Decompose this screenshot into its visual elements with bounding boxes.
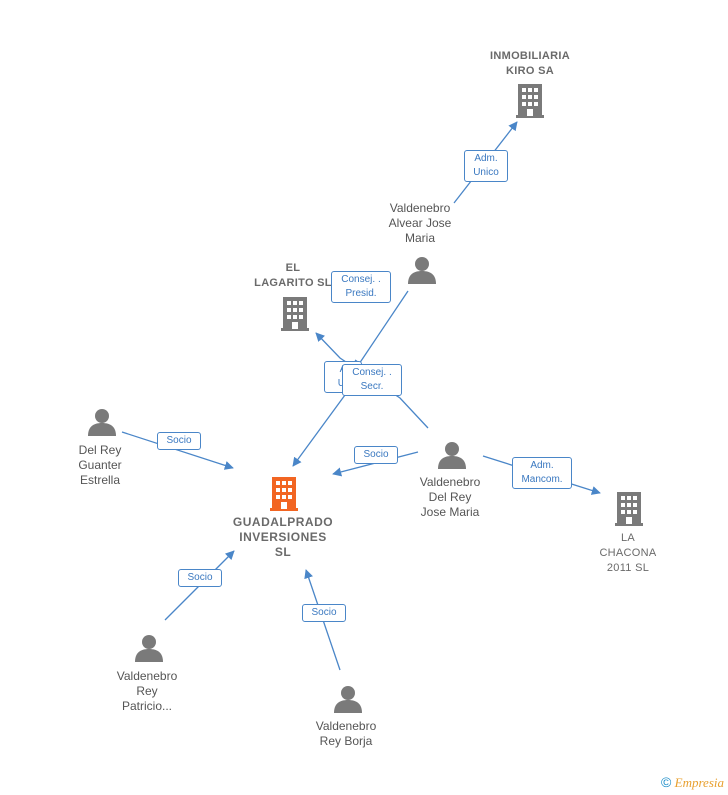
edge-label-adm-unico-top[interactable]: Adm. Unico (464, 150, 508, 182)
label-line: Valdenebro (419, 475, 481, 489)
node-label-lagarito[interactable]: EL LAGARITO SL (243, 261, 343, 291)
edge-label-line: Secr. (360, 381, 384, 392)
node-label-alvear[interactable]: Valdenebro Alvear Jose Maria (370, 201, 470, 246)
footer-brand[interactable]: © Empresia (661, 774, 724, 791)
label-line: KIRO SA (506, 65, 554, 77)
label-line: Valdenebro (389, 201, 451, 215)
person-icon (88, 409, 116, 436)
label-line: CHACONA (599, 547, 657, 559)
edge-label-line: Presid. (345, 288, 377, 299)
label-line: Estrella (79, 473, 120, 487)
edge-label-line: Unico (473, 167, 499, 178)
label-line: GUADALPRADO (232, 515, 334, 529)
label-line: Patricio... (121, 699, 172, 713)
node-label-borja[interactable]: Valdenebro Rey Borja (296, 719, 396, 749)
label-line: Guanter (78, 458, 122, 472)
edge-label-line: Socio (187, 572, 213, 583)
node-label-guadalprado[interactable]: GUADALPRADO INVERSIONES SL (220, 515, 346, 560)
label-line: Del Rey (428, 490, 472, 504)
label-line: Del Rey (78, 443, 122, 457)
node-label-chacona[interactable]: LA CHACONA 2011 SL (583, 531, 673, 576)
label-line: Alvear Jose (388, 216, 452, 230)
edge-label-line: Socio (166, 435, 192, 446)
edge-label-line: Adm. (474, 153, 498, 164)
node-label-guanter[interactable]: Del Rey Guanter Estrella (55, 443, 145, 488)
edge-label-line: Mancom. (521, 474, 563, 485)
edge-label-consej-presid[interactable]: Consej. . Presid. (331, 271, 391, 303)
copyright-icon: © (660, 774, 672, 790)
label-line: 2011 SL (606, 562, 650, 574)
edge-label-line: Socio (311, 607, 337, 618)
label-line: Valdenebro (116, 669, 178, 683)
person-icon (408, 257, 436, 284)
node-label-delrey-jm[interactable]: Valdenebro Del Rey Jose Maria (400, 475, 500, 520)
edge-label-socio-borja[interactable]: Socio (302, 604, 346, 622)
edge-label-socio-guanter[interactable]: Socio (157, 432, 201, 450)
edge-label-line: Consej. . (352, 367, 392, 378)
edge-label-socio-delrey[interactable]: Socio (354, 446, 398, 464)
edge-label-line: Adm. (530, 460, 554, 471)
edge-label-socio-patricio[interactable]: Socio (178, 569, 222, 587)
edge-guanter-guadalprado (121, 431, 234, 470)
node-label-patricio[interactable]: Valdenebro Rey Patricio... (97, 669, 197, 714)
node-label-inmobiliaria[interactable]: INMOBILIARIA KIRO SA (470, 49, 590, 79)
label-line: Jose Maria (420, 505, 480, 519)
person-icon (334, 686, 362, 713)
edges (121, 121, 601, 671)
label-line: INMOBILIARIA (490, 50, 570, 62)
label-line: LAGARITO SL (254, 277, 332, 289)
edge-label-adm-mancom[interactable]: Adm. Mancom. (512, 457, 572, 489)
person-icon (135, 635, 163, 662)
edge-delrey-guadalprado-main (292, 394, 346, 467)
edge-label-line: Socio (363, 449, 389, 460)
edge-label-line: Consej. . (341, 274, 381, 285)
brand-logo: Empresia (674, 775, 724, 790)
label-line: Rey Borja (319, 734, 373, 748)
label-line: Rey (136, 684, 158, 698)
label-line: Maria (404, 231, 435, 245)
label-line: Valdenebro (315, 719, 377, 733)
person-icon (438, 442, 466, 469)
edge-label-consej-secr[interactable]: Consej. . Secr. (342, 364, 402, 396)
building-windows (276, 88, 637, 524)
label-line: INVERSIONES (239, 530, 327, 544)
label-line: SL (274, 545, 292, 559)
edge-alvear-guadalprado (354, 290, 409, 371)
label-line: LA (620, 532, 636, 544)
label-line: EL (285, 262, 301, 274)
